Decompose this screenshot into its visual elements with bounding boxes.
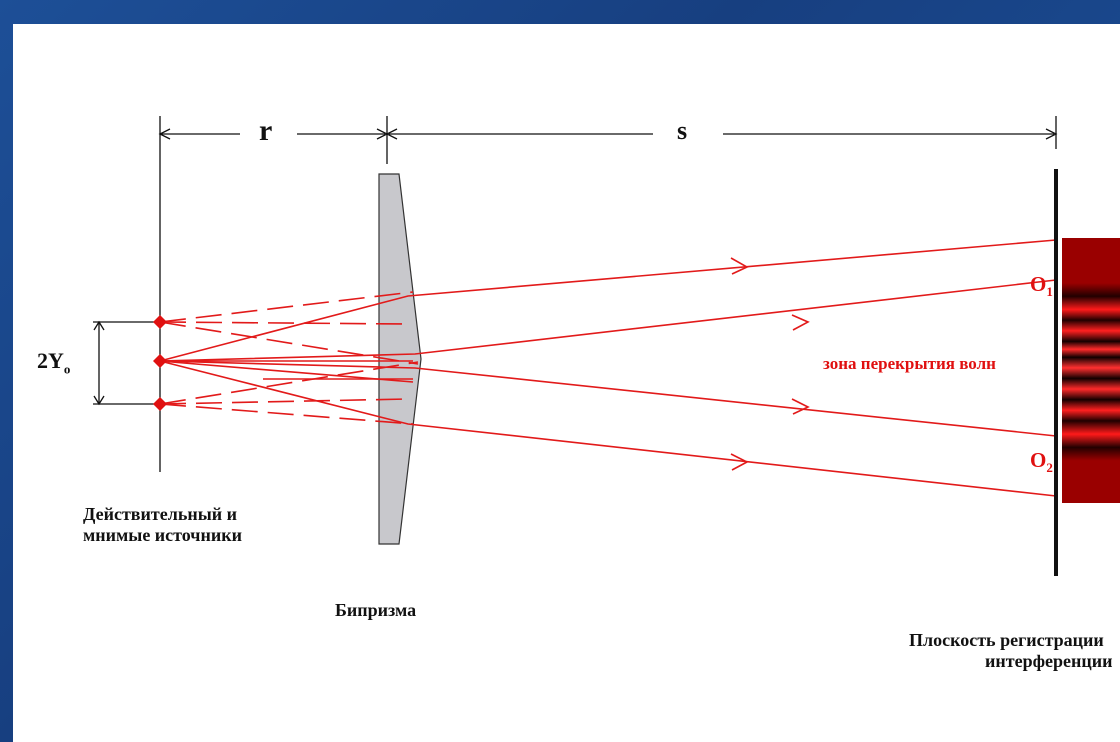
o1-sub: 1 (1046, 284, 1053, 300)
plane-caption-line2: интерференции (985, 650, 1113, 671)
o1-label: O1 (1030, 272, 1053, 300)
slide-canvas: r s 2Yo Действительный и мнимые источник… (13, 24, 1120, 742)
virtual-source-bottom (153, 397, 167, 411)
sources-caption-line2: мнимые источники (83, 524, 242, 545)
ray-arrows (730, 257, 810, 471)
dimension-r-label: r (259, 114, 273, 147)
sources-caption: Действительный и мнимые источники (83, 504, 242, 545)
o2-main: O (1030, 448, 1047, 472)
arrow-r-left (158, 128, 171, 140)
arrow-s-left (385, 128, 398, 140)
real-source (153, 354, 167, 368)
virtual-source-top (153, 315, 167, 329)
sep-arrow-bottom (93, 395, 105, 406)
biprism-shape (378, 173, 422, 545)
biprism-diagram (93, 116, 1120, 576)
o2-label: O2 (1030, 448, 1053, 476)
source-points (153, 315, 167, 411)
interference-fringes (1062, 238, 1120, 503)
source-separation-sub: o (63, 361, 71, 377)
biprism-caption: Бипризма (335, 600, 417, 620)
source-separation-main: 2Y (37, 348, 64, 373)
dimension-s-label: s (677, 116, 688, 145)
plane-caption-line1: Плоскость регистрации (909, 630, 1104, 650)
sep-arrow-top (93, 320, 105, 331)
dimension-lines (93, 116, 1058, 472)
o1-main: O (1030, 272, 1047, 296)
arrow-s-right (1045, 128, 1058, 140)
overlap-zone-label: зона перекрытия волн (823, 354, 996, 373)
sources-caption-line1: Действительный и (83, 504, 238, 524)
plane-caption: Плоскость регистрации интерференции (909, 630, 1119, 671)
o2-sub: 2 (1046, 460, 1053, 476)
real-rays (159, 239, 1057, 497)
source-separation-label: 2Yo (37, 348, 70, 377)
virtual-rays (159, 291, 419, 425)
